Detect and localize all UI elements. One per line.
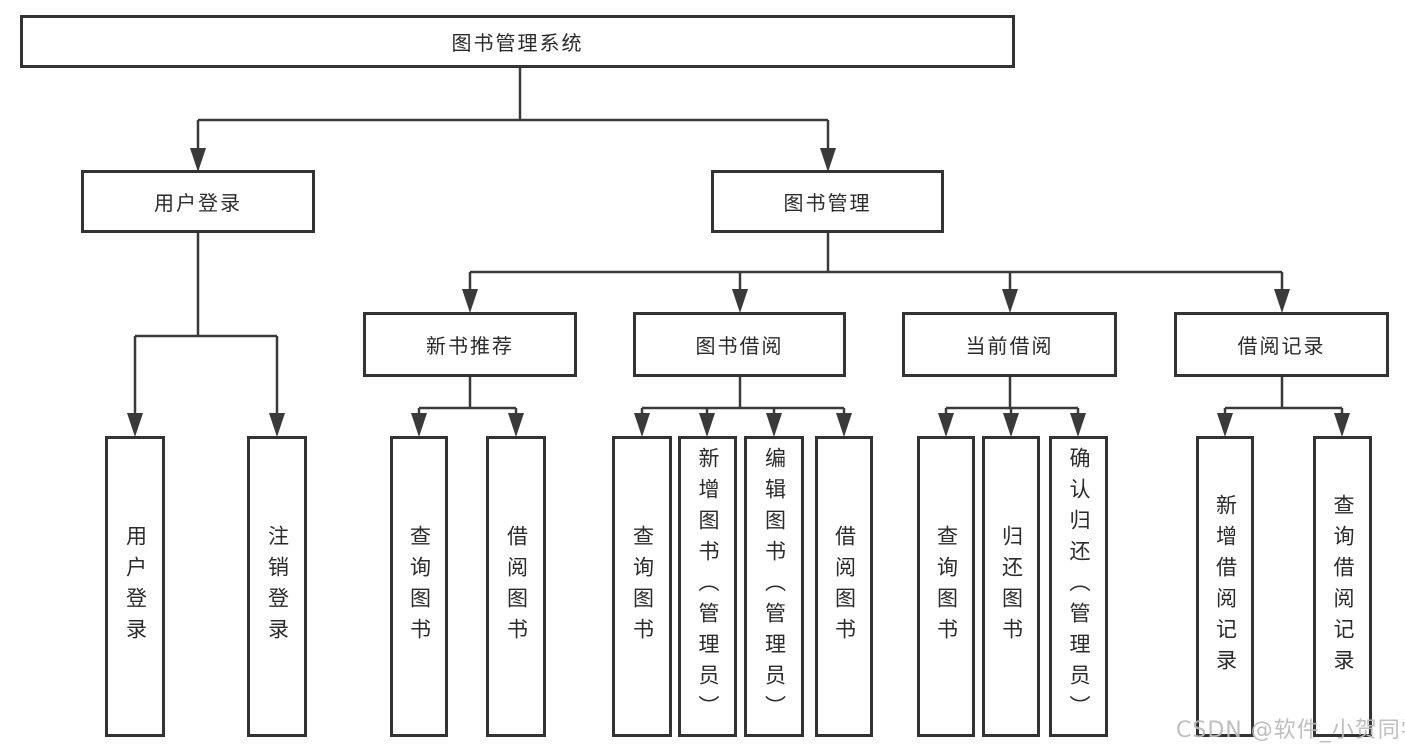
arrowheads <box>127 148 1350 437</box>
leaf-add-books-admin: 新增图书（管理员） <box>678 436 737 737</box>
arrow-down-icon <box>699 413 715 437</box>
arrow-down-icon <box>1002 289 1018 313</box>
arrow-down-icon <box>836 413 852 437</box>
leaf-return-books: 归还图书 <box>982 436 1040 737</box>
leaf-user-login: 用户登录 <box>105 436 165 737</box>
leaf-logout: 注销登录 <box>247 436 307 737</box>
arrow-down-icon <box>766 413 782 437</box>
arrow-down-icon <box>1070 413 1086 437</box>
edge-new-books-branch <box>417 377 518 420</box>
node-book-borrowing: 图书借阅 <box>633 312 846 377</box>
leaf-add-borrow-record: 新增借阅记录 <box>1196 436 1254 737</box>
leaf-query-books-3: 查询图书 <box>917 436 975 737</box>
edge-book-borrow-branch <box>640 377 846 420</box>
arrow-down-icon <box>634 413 650 437</box>
leaf-borrow-books-1: 借阅图书 <box>486 436 546 737</box>
leaf-edit-books-admin: 编辑图书（管理员） <box>744 436 804 737</box>
leaf-query-borrow-record: 查询借阅记录 <box>1313 436 1372 737</box>
tree-edges <box>133 68 1344 420</box>
edge-root-to-level2 <box>196 68 830 154</box>
edge-user-login-branch <box>133 233 279 418</box>
csdn-watermark: CSDN @软件_小贺同学 <box>1176 718 1405 743</box>
arrow-down-icon <box>1274 289 1290 313</box>
node-user-login: 用户登录 <box>81 170 315 233</box>
node-borrowing-records: 借阅记录 <box>1174 312 1389 377</box>
arrow-down-icon <box>508 413 524 437</box>
arrow-down-icon <box>732 289 748 313</box>
arrow-down-icon <box>127 413 143 437</box>
arrow-down-icon <box>269 413 285 437</box>
arrow-down-icon <box>1217 413 1233 437</box>
arrow-down-icon <box>938 413 954 437</box>
leaf-confirm-return-admin: 确认归还（管理员） <box>1049 436 1108 737</box>
leaf-query-books-2: 查询图书 <box>612 436 672 737</box>
arrow-down-icon <box>820 148 836 172</box>
edge-borrow-records-branch <box>1223 377 1344 420</box>
leaf-query-books-1: 查询图书 <box>390 436 448 737</box>
arrow-down-icon <box>1003 413 1019 437</box>
node-new-book-recommend: 新书推荐 <box>363 312 577 377</box>
arrow-down-icon <box>462 289 478 313</box>
node-book-management: 图书管理 <box>711 170 944 233</box>
arrow-down-icon <box>411 413 427 437</box>
node-current-borrowing: 当前借阅 <box>902 312 1117 377</box>
arrow-down-icon <box>1334 413 1350 437</box>
leaf-borrow-books-2: 借阅图书 <box>815 436 873 737</box>
edge-book-mgmt-branch <box>468 233 1284 296</box>
arrow-down-icon <box>190 148 206 172</box>
node-root-system: 图书管理系统 <box>20 15 1015 68</box>
